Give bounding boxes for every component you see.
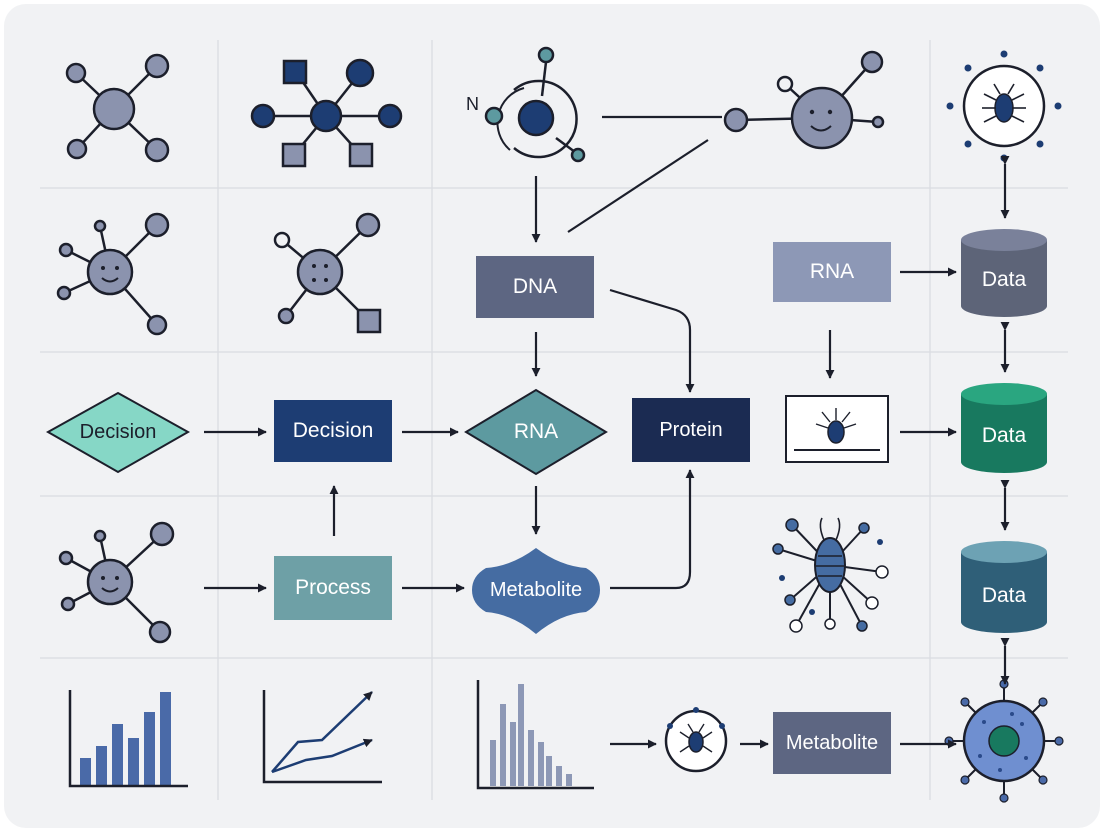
protein-box <box>632 398 750 462</box>
network-node-icon <box>273 212 382 334</box>
grid-lines <box>40 40 1068 800</box>
line-chart-icon <box>262 690 382 784</box>
rna-box <box>773 242 891 302</box>
metabolite-shape-label: Metabolite <box>489 578 583 601</box>
histogram-icon <box>476 680 594 790</box>
bacteria-cluster-icon <box>772 517 889 633</box>
process-box <box>274 556 392 620</box>
database-icon <box>961 541 1047 633</box>
decision-box <box>274 400 392 462</box>
data-label-2: Data <box>981 424 1027 447</box>
database-icon <box>961 383 1047 473</box>
decision-diamond <box>45 391 191 474</box>
decision-box-label: Decision <box>292 419 374 442</box>
metabolite-box-label: Metabolite <box>785 731 879 754</box>
microbe-circle-icon <box>946 50 1062 162</box>
data-label-3: Data <box>981 584 1027 607</box>
rna-box-label: RNA <box>809 260 855 283</box>
dna-label: DNA <box>512 275 558 298</box>
network-square-node-icon <box>250 58 403 168</box>
connector-arrows <box>204 115 1010 749</box>
bug-monitor-icon <box>785 395 889 463</box>
database-icon <box>961 229 1047 317</box>
atom-letter: N <box>466 94 479 114</box>
rna-diamond-label: RNA <box>513 420 559 443</box>
bar-chart-icon <box>68 690 188 788</box>
protein-label: Protein <box>659 418 723 441</box>
smiley-node-icon <box>56 212 170 336</box>
microbe-circle-icon <box>664 707 728 773</box>
decision-diamond-label: Decision <box>79 420 157 443</box>
metabolite-box <box>773 712 891 774</box>
smiley-node-icon <box>58 521 175 644</box>
process-label: Process <box>295 576 371 599</box>
virus-cell-icon <box>944 679 1064 803</box>
atom-node-icon <box>484 46 586 163</box>
data-label-1: Data <box>981 268 1027 291</box>
metabolite-shape <box>472 548 600 634</box>
dna-box <box>476 256 594 318</box>
rna-diamond <box>464 388 608 476</box>
smiley-node-icon <box>723 50 885 150</box>
network-node-icon <box>65 53 170 163</box>
